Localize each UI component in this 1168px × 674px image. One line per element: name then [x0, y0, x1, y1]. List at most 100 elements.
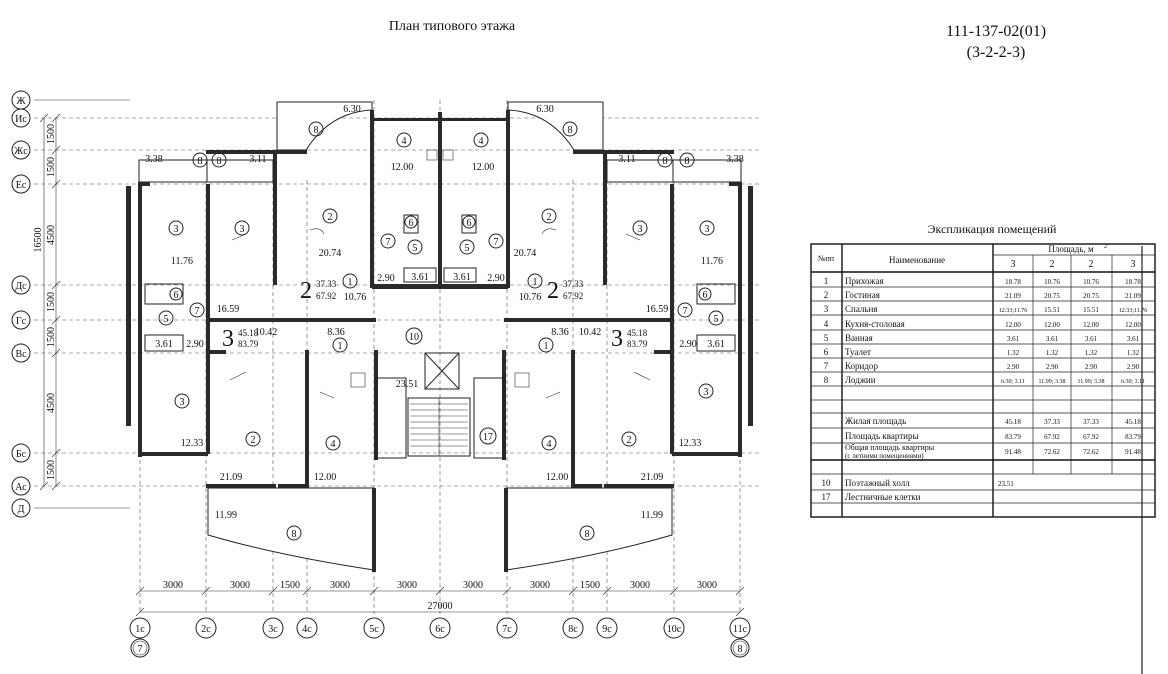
svg-text:3с: 3с: [268, 624, 278, 635]
svg-text:8: 8: [292, 529, 297, 540]
svg-text:3: 3: [611, 326, 623, 352]
room-code-markers: 8 8 8 8 8 8 4 4 3 3 3 3 2 2 5 5 7 7 6 6 …: [158, 121, 724, 541]
svg-text:2: 2: [251, 435, 256, 446]
room-code-8: 8: [211, 152, 227, 168]
svg-text:5: 5: [413, 243, 418, 254]
axis-bubble-1c: 1с: [129, 617, 151, 639]
area-bath-361-right: 3.61: [707, 339, 725, 350]
room-code-1: 1: [538, 337, 554, 353]
table-summary-apartment: Площадь квартиры 83.79 67.92 67.92 83.79: [845, 431, 1141, 441]
svg-text:83.79: 83.79: [1005, 433, 1021, 441]
room-code-3: 3: [168, 220, 184, 236]
dim-col-6: 3000: [463, 580, 483, 591]
svg-text:2.90: 2.90: [1127, 363, 1140, 371]
axis-bubble-zh: Ж: [11, 90, 31, 110]
svg-text:10.76: 10.76: [1044, 278, 1060, 286]
svg-text:8: 8: [824, 375, 829, 385]
svg-text:12.33;11.76: 12.33;11.76: [999, 308, 1027, 314]
apartment-summaries: 2 37.33 67.92 2 37.33 67.92 3 45.18 83.7…: [222, 278, 648, 352]
row-axis-bubbles: Ж Ис Жс Ес Дс Гс Вс Бс Ас Д: [11, 90, 31, 518]
dim-total-horizontal: 27000: [428, 601, 453, 612]
svg-text:Поэтажный холл: Поэтажный холл: [845, 478, 910, 488]
svg-text:1.32: 1.32: [1127, 349, 1140, 357]
col-header-area-unit: 2: [1104, 244, 1107, 250]
area-hall-836-left: 8.36: [327, 327, 345, 338]
axis-bubble-ds: Дс: [11, 275, 31, 295]
svg-text:91.48: 91.48: [1005, 448, 1021, 456]
svg-text:Лоджии: Лоджии: [845, 375, 876, 385]
explication-table: Экспликация помещений №пп Наименование П…: [810, 222, 1156, 518]
svg-text:Туалет: Туалет: [845, 347, 871, 357]
svg-text:7: 7: [195, 306, 200, 317]
room-code-4: 4: [325, 435, 341, 451]
svg-text:10: 10: [822, 478, 832, 488]
area-kitchen-top-right: 12.00: [472, 162, 495, 173]
svg-text:45.18: 45.18: [1125, 418, 1141, 426]
area-hall-1042-right: 10.42: [579, 327, 602, 338]
svg-text:37.33: 37.33: [563, 279, 584, 289]
dim-seg-6: 4500: [46, 393, 57, 413]
area-corridor-290-right: 2.90: [679, 339, 697, 350]
svg-text:1.32: 1.32: [1007, 349, 1020, 357]
area-kitchen-bottom-left: 12.00: [314, 472, 337, 483]
room-code-10: 10: [405, 327, 423, 345]
axis-bubble-7c: 7с: [496, 617, 518, 639]
svg-text:Гостиная: Гостиная: [845, 290, 880, 300]
svg-text:67.92: 67.92: [563, 291, 583, 301]
dim-col-3: 1500: [280, 580, 300, 591]
room-code-3: 3: [699, 220, 715, 236]
apt-type-2: 2: [1050, 259, 1055, 270]
loggia-bottom-right: [505, 487, 673, 571]
room-code-4: 4: [396, 132, 412, 148]
table-summary-total: Общая площадь квартиры (с летними помеще…: [845, 443, 1141, 460]
svg-text:45.18: 45.18: [238, 328, 259, 338]
svg-text:8: 8: [663, 156, 668, 167]
col-header-name: Наименование: [889, 255, 945, 265]
dim-col-1: 3000: [163, 580, 183, 591]
column-axis-bubbles: 1с 2с 3с 4с 5с 6с 7с 8с 9с 10с 11с 7 8: [129, 617, 751, 658]
svg-text:72.62: 72.62: [1044, 448, 1060, 456]
room-code-2: 2: [245, 431, 261, 447]
svg-text:11с: 11с: [733, 624, 748, 635]
svg-text:3.61: 3.61: [1127, 335, 1140, 343]
table-row-7: 7 Коридор 2.90 2.90 2.90 2.90: [824, 361, 1140, 371]
svg-text:7: 7: [824, 361, 829, 371]
area-floor-hall: 23.51: [396, 379, 419, 390]
loggia-bottom-left: [207, 487, 375, 571]
room-code-5: 5: [459, 239, 475, 255]
svg-text:12.00: 12.00: [1005, 321, 1021, 329]
svg-text:8: 8: [568, 125, 573, 136]
svg-text:3: 3: [704, 387, 709, 398]
svg-text:8: 8: [738, 644, 743, 655]
area-corridor-290-left-top: 2.90: [377, 273, 395, 284]
dim-col-8: 1500: [580, 580, 600, 591]
area-bedroom-1233-right: 12.33: [679, 438, 702, 449]
dim-seg-4: 1500: [46, 292, 57, 312]
svg-text:2с: 2с: [201, 624, 211, 635]
svg-text:7с: 7с: [502, 624, 512, 635]
dim-col-10: 3000: [697, 580, 717, 591]
svg-text:1.32: 1.32: [1085, 349, 1098, 357]
dim-seg-1: 1500: [46, 124, 57, 144]
building-plan: [126, 101, 753, 572]
svg-text:Гс: Гс: [16, 316, 27, 327]
left-dimension-chain: 1500 1500 4500 1500 1500 4500 1500 16500: [33, 113, 61, 491]
svg-text:12.00: 12.00: [1125, 321, 1141, 329]
room-code-8: 8: [286, 525, 302, 541]
room-code-2: 2: [322, 208, 338, 224]
table-row-1: 1 Прихожая 18.78 10.76 10.76 18.78: [824, 276, 1142, 286]
area-loggia-338-left: 3.38: [145, 154, 163, 165]
dim-col-7: 3000: [530, 580, 550, 591]
apt-type-4: 3: [1131, 259, 1136, 270]
area-bedroom-2074-right: 20.74: [514, 248, 537, 259]
svg-text:67.92: 67.92: [1083, 433, 1099, 441]
svg-text:7: 7: [138, 644, 143, 655]
svg-text:4с: 4с: [302, 624, 312, 635]
loggia-top-left: [276, 101, 373, 151]
svg-text:8: 8: [314, 125, 319, 136]
area-hall-1042-left: 10.42: [255, 327, 278, 338]
svg-text:1: 1: [824, 276, 829, 286]
svg-text:8: 8: [217, 156, 222, 167]
svg-text:5: 5: [824, 333, 829, 343]
